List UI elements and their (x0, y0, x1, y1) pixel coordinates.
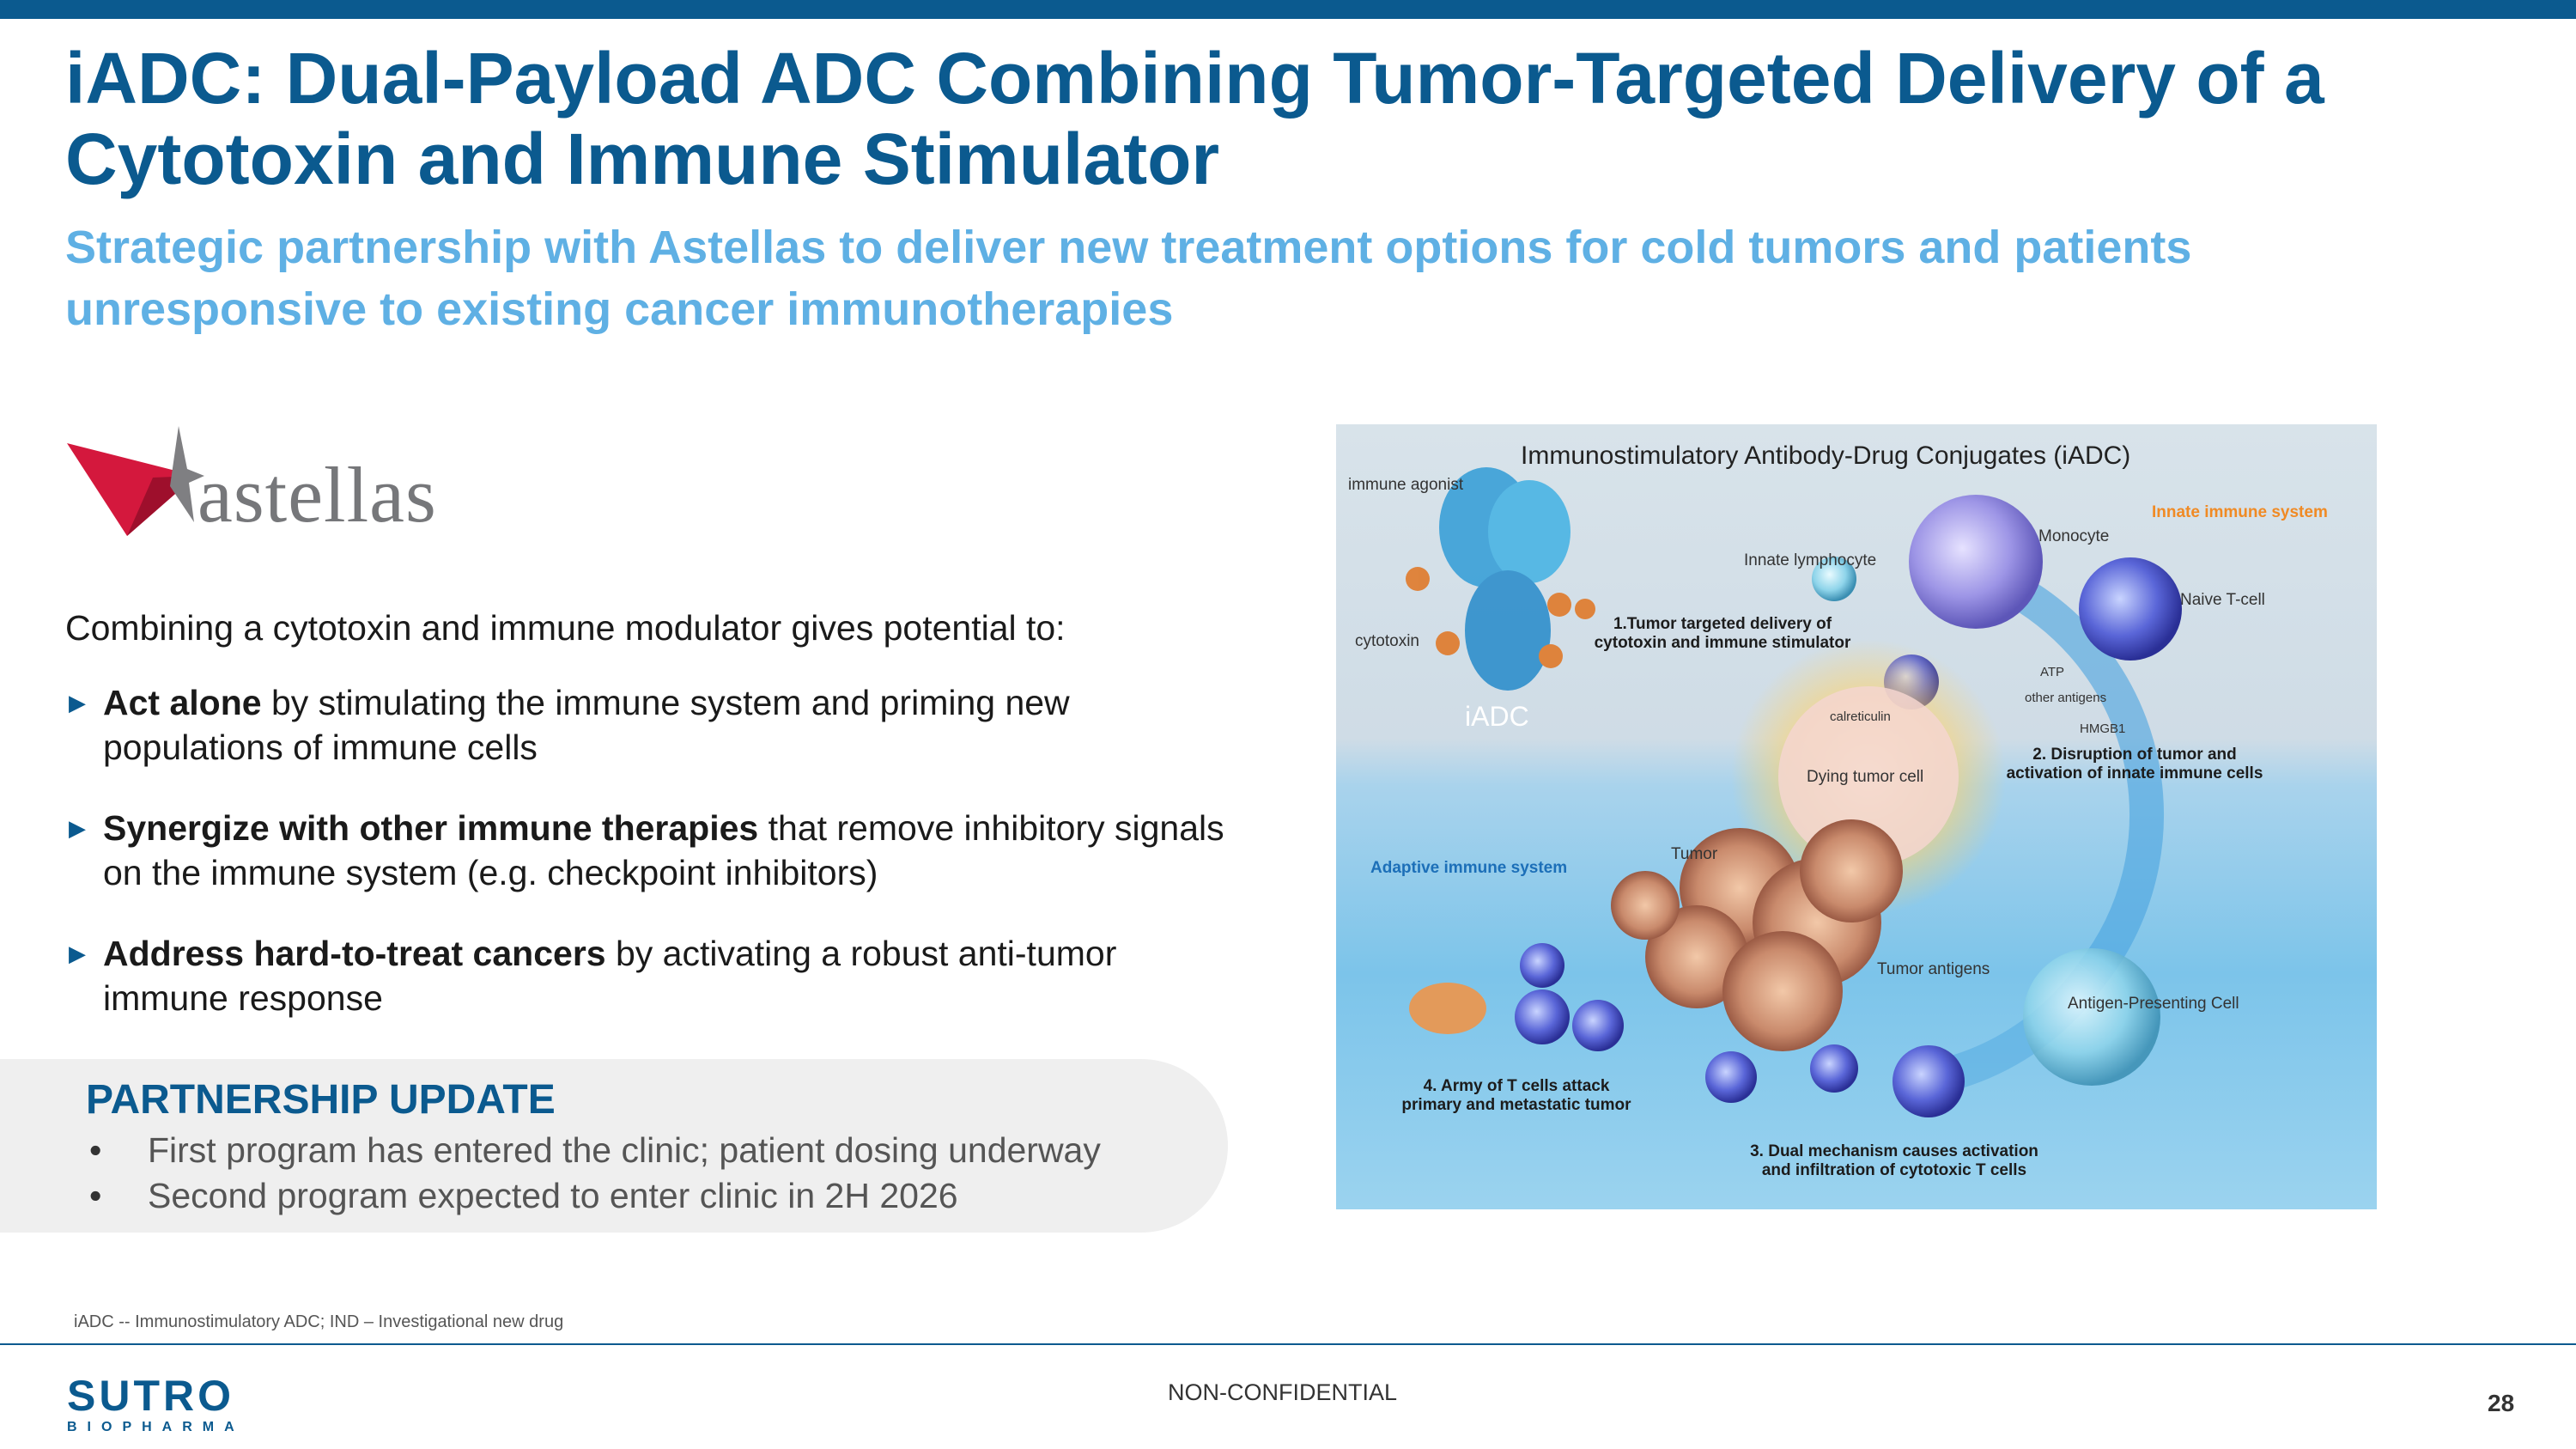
update-item-text: First program has entered the clinic; pa… (148, 1130, 1101, 1170)
bullet-text: by stimulating the immune system and pri… (103, 683, 1070, 767)
list-item: • First program has entered the clinic; p… (86, 1128, 1101, 1173)
label-innate-immune-system: Innate immune system (2152, 503, 2328, 521)
label-antigen-presenting-cell: Antigen-Presenting Cell (2068, 995, 2239, 1013)
label-innate-lymphocyte: Innate lymphocyte (1744, 551, 1877, 569)
update-item-text: Second program expected to enter clinic … (148, 1176, 958, 1215)
bullet-bold: Synergize with other immune therapies (103, 808, 759, 848)
triangle-bullet-icon: ▶ (69, 941, 86, 966)
bullet-text: that remove inhibitory signals on the im… (103, 808, 1224, 892)
label-dying-tumor-cell: Dying tumor cell (1807, 768, 1924, 786)
label-hmgb1: HMGB1 (2080, 721, 2126, 736)
list-item: ▶ Act alone by stimulating the immune sy… (65, 680, 1233, 770)
label-step1-line2: cytotoxin and immune stimulator (1594, 634, 1851, 652)
page-number: 28 (2488, 1390, 2515, 1416)
triangle-bullet-icon: ▶ (69, 690, 86, 715)
label-step2-line2: activation of innate immune cells (2006, 764, 2263, 782)
slide-title: iADC: Dual-Payload ADC Combining Tumor-T… (65, 38, 2324, 199)
illustration-artwork (1406, 467, 2182, 1117)
bullet-text: by activating a robust anti-tumor immune… (103, 934, 1117, 1018)
label-step2-line1: 2. Disruption of tumor and (2032, 746, 2237, 764)
iadc-mechanism-illustration: Immunostimulatory Antibody-Drug Conjugat… (1336, 424, 2377, 1209)
bullet-bold: Address hard-to-treat cancers (103, 934, 606, 973)
partnership-update-panel: PARTNERSHIP UPDATE • First program has en… (0, 1059, 1228, 1233)
label-immune-agonist: immune agonist (1348, 476, 1464, 494)
intro-text: Combining a cytotoxin and immune modulat… (65, 608, 1066, 648)
top-accent-bar (0, 0, 2576, 19)
brand-wordmark: SUTRO (67, 1372, 234, 1420)
label-adaptive-immune-system: Adaptive immune system (1370, 859, 1568, 877)
brand-tagline: BIOPHARMA (67, 1420, 245, 1434)
label-tumor: Tumor (1671, 845, 1718, 863)
update-list: • First program has entered the clinic; p… (86, 1128, 1101, 1219)
slide-subtitle: Strategic partnership with Astellas to d… (65, 222, 2192, 335)
bullet-dot-icon: • (89, 1176, 102, 1215)
update-title: PARTNERSHIP UPDATE (86, 1077, 556, 1123)
label-calreticulin: calreticulin (1830, 709, 1891, 724)
list-item: ▶ Address hard-to-treat cancers by activ… (65, 931, 1233, 1020)
triangle-bullet-icon: ▶ (69, 815, 86, 841)
label-step3-line2: and infiltration of cytotoxic T cells (1761, 1161, 2027, 1179)
label-step4-line2: primary and metastatic tumor (1401, 1096, 1631, 1114)
label-step4-line1: 4. Army of T cells attack (1423, 1077, 1610, 1095)
label-step1-line1: 1.Tumor targeted delivery of (1613, 615, 1832, 633)
bullet-bold: Act alone (103, 683, 262, 722)
list-item: • Second program expected to enter clinic… (86, 1173, 1101, 1219)
astellas-wordmark: astellas (197, 451, 437, 539)
label-cytotoxin: cytotoxin (1355, 632, 1419, 650)
footnote: iADC -- Immunostimulatory ADC; IND – Inv… (74, 1312, 564, 1331)
label-iadc: iADC (1465, 701, 1529, 732)
label-other-antigens: other antigens (2025, 691, 2107, 705)
list-item: ▶ Synergize with other immune therapies … (65, 806, 1233, 895)
bullet-dot-icon: • (89, 1130, 102, 1170)
footer-divider (0, 1343, 2576, 1345)
label-naive-t-cell: Naive T-cell (2180, 591, 2265, 609)
astellas-logo: astellas (67, 426, 462, 543)
confidentiality-label: NON-CONFIDENTIAL (1168, 1379, 1398, 1405)
figure-title: Immunostimulatory Antibody-Drug Conjugat… (1521, 441, 2131, 470)
benefit-list: ▶ Act alone by stimulating the immune sy… (65, 680, 1233, 1056)
label-tumor-antigens: Tumor antigens (1877, 960, 1990, 978)
astellas-star-icon (67, 426, 204, 536)
label-monocyte: Monocyte (2038, 527, 2110, 545)
label-atp: ATP (2040, 665, 2065, 679)
label-step3-line1: 3. Dual mechanism causes activation (1750, 1142, 2038, 1160)
sutro-logo: SUTRO BIOPHARMA (67, 1374, 245, 1436)
